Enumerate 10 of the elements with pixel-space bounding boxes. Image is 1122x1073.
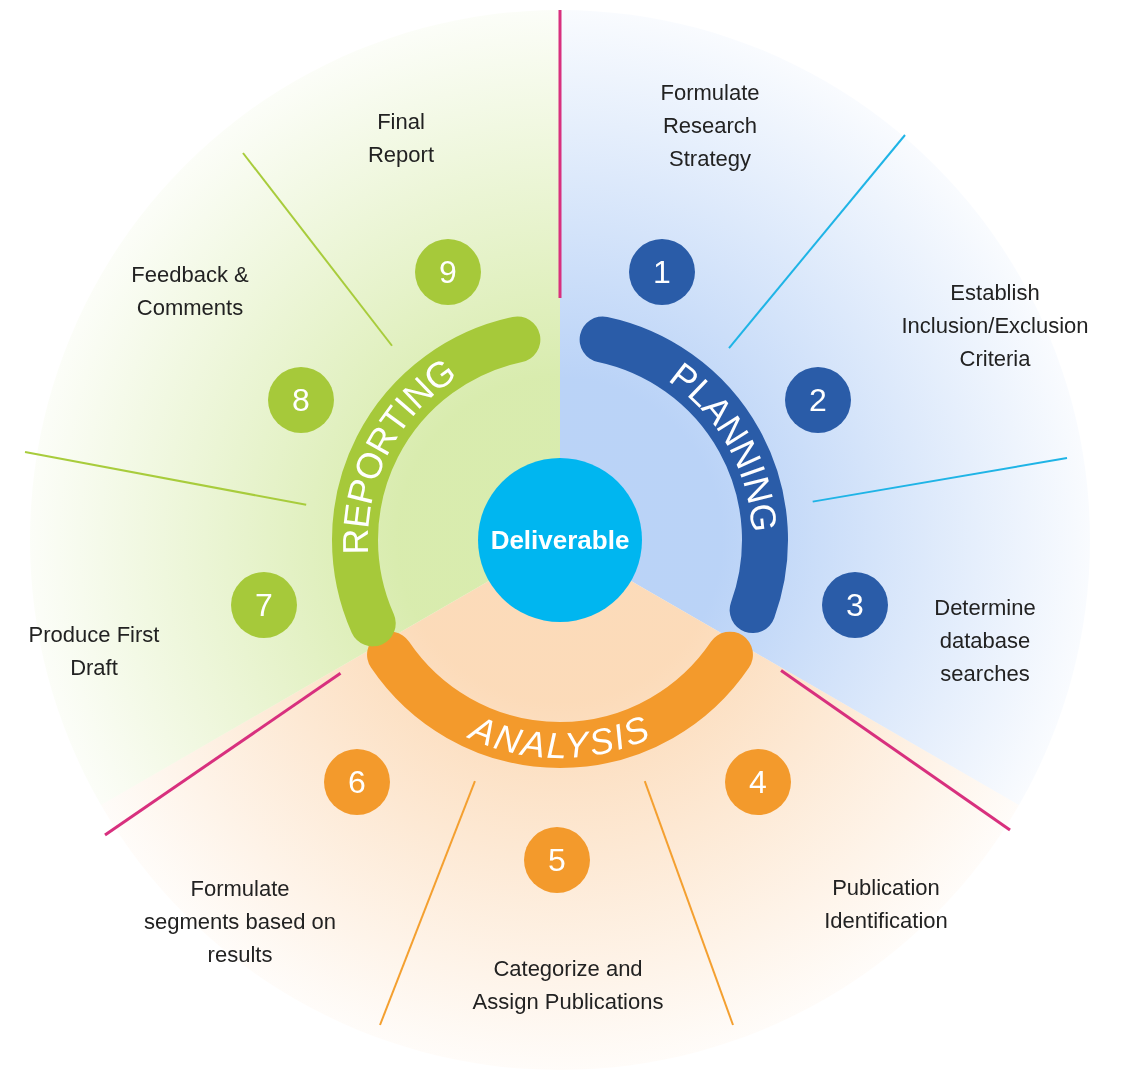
step-caption: Publication Identification: [823, 874, 949, 935]
step-caption: Formulate Research Strategy: [659, 78, 761, 173]
step-caption: Final Report: [366, 108, 435, 169]
phase-arc-band: ANALYSIS: [367, 631, 753, 768]
step-caption: Establish Inclusion/Exclusion Criteria: [900, 278, 1090, 373]
step-caption: Categorize and Assign Publications: [471, 955, 665, 1016]
step-caption: Feedback & Comments: [130, 261, 250, 322]
step-caption: Produce First Draft: [27, 621, 161, 682]
step-caption: Determine database searches: [933, 593, 1037, 688]
step-caption: Formulate segments based on results: [143, 874, 337, 969]
